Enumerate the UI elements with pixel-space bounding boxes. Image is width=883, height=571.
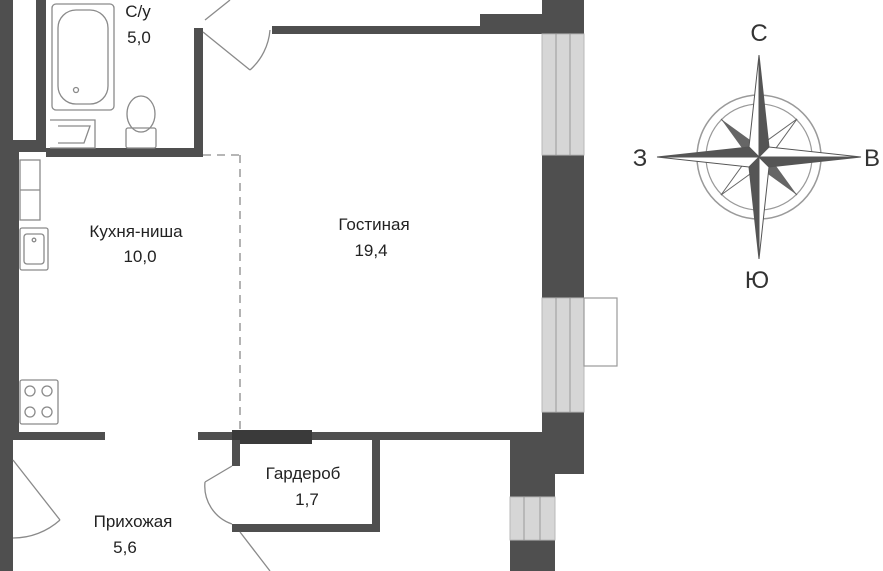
wall-bath-left-lower <box>13 140 46 152</box>
window-mullions <box>523 34 571 540</box>
sink-icon <box>19 227 49 271</box>
walls <box>0 0 584 571</box>
wall-left-exterior <box>0 0 13 571</box>
wall-wardrobe-left <box>232 440 240 466</box>
bathtub-icon <box>51 3 115 111</box>
room-wardrobe: Гардероб 1,7 <box>266 464 341 509</box>
wall-bath-left <box>36 0 46 152</box>
room-living-name: Гостиная <box>338 215 409 234</box>
room-hallway: Прихожая 5,6 <box>94 512 173 557</box>
wall-wardrobe-top-dark <box>232 430 312 444</box>
compass-north-label: С <box>750 20 767 47</box>
room-kitchen-area: 10,0 <box>123 247 156 266</box>
room-living-area: 19,4 <box>354 241 387 260</box>
room-bathroom-area: 5,0 <box>127 28 151 47</box>
stove-icon <box>19 379 59 425</box>
window-hallway <box>509 496 556 541</box>
room-wardrobe-area: 1,7 <box>295 490 319 509</box>
wall-right-top <box>542 0 584 34</box>
side-cabinet-icon <box>19 159 41 221</box>
wall-living-top-thick <box>480 14 544 34</box>
window-living-top <box>541 33 585 156</box>
wall-kitchen-left-stub <box>13 152 19 432</box>
room-wardrobe-name: Гардероб <box>266 464 341 483</box>
wall-right-bottom-block <box>510 432 555 497</box>
compass-cardinal-points <box>656 54 862 260</box>
room-bathroom-name: С/у <box>125 2 151 21</box>
room-hallway-area: 5,6 <box>113 538 137 557</box>
wall-bath-bottom <box>46 148 203 157</box>
wall-right-upper <box>542 155 584 298</box>
wall-hall-left <box>0 440 13 571</box>
wall-living-bottom <box>198 432 510 440</box>
wall-bath-right <box>194 28 203 157</box>
bath-vanity-icon <box>50 119 96 149</box>
kitchen-niche-boundary <box>203 154 241 432</box>
window-living-bottom <box>541 297 585 413</box>
compass-south-label: Ю <box>745 267 769 294</box>
room-living: Гостиная 19,4 <box>338 215 409 260</box>
wall-kitchen-bottom-left <box>13 432 105 440</box>
wall-right-bottom <box>510 540 555 571</box>
compass-rose <box>656 54 862 260</box>
room-bathroom: С/у 5,0 <box>125 2 151 47</box>
bay-outline <box>583 297 618 367</box>
toilet-icon <box>125 95 157 149</box>
compass-east-label: В <box>864 145 880 172</box>
windows <box>509 33 585 541</box>
wall-living-top <box>272 26 482 34</box>
compass-west-label: З <box>633 145 648 172</box>
room-hallway-name: Прихожая <box>94 512 173 531</box>
room-kitchen-name: Кухня-ниша <box>89 222 183 241</box>
doors <box>12 0 271 571</box>
wall-wardrobe-right <box>372 440 380 532</box>
wall-wardrobe-bottom <box>232 524 380 532</box>
room-kitchen: Кухня-ниша 10,0 <box>89 222 183 266</box>
